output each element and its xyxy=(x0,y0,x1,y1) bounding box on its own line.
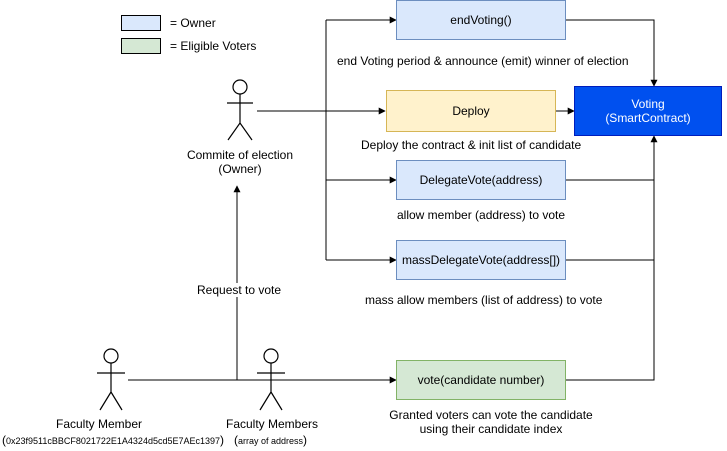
faculty-members-address-value: array of address xyxy=(238,436,304,446)
endvoting-description: end Voting period & announce (emit) winn… xyxy=(337,54,629,68)
delegatevote-description: allow member (address) to vote xyxy=(397,208,566,222)
legend-owner-swatch xyxy=(121,15,161,31)
owner-actor-icon xyxy=(227,79,253,141)
contract-subtitle: (SmartContract) xyxy=(605,111,691,125)
massdelegatevote-box: massDelegateVote(address[]) xyxy=(396,240,566,280)
deploy-description: Deploy the contract & init list of candi… xyxy=(361,138,582,152)
edge-vote-to-contract xyxy=(566,135,658,381)
faculty-member-address: (0x23f9511cBBCF8021722E1A4324d5cd5E7AEc1… xyxy=(2,433,225,447)
deploy-box: Deploy xyxy=(386,90,556,132)
faculty-members-address: (array of address) xyxy=(234,433,308,447)
faculty-members-label: Faculty Members xyxy=(226,417,319,431)
faculty-member-label: Faculty Member xyxy=(56,417,143,431)
endvoting-box: endVoting() xyxy=(396,0,566,40)
faculty-members-actor-icon xyxy=(257,348,285,411)
request-to-vote-label: Request to vote xyxy=(195,283,284,297)
massdelegatevote-description: mass allow members (list of address) to … xyxy=(365,293,603,307)
contract-name: Voting xyxy=(631,97,665,111)
vote-description-line1: Granted voters can vote the candidate xyxy=(389,408,593,422)
faculty-member-actor-icon xyxy=(97,348,125,411)
voting-contract-box: Voting (SmartContract) xyxy=(574,86,722,136)
faculty-member-address-value: 0x23f9511cBBCF8021722E1A4324d5cd5E7AEc13… xyxy=(6,436,221,446)
legend-eligible-swatch xyxy=(121,38,161,54)
vote-box: vote(candidate number) xyxy=(396,360,566,400)
vote-description-line2: using their candidate index xyxy=(419,422,563,436)
delegatevote-box: DelegateVote(address) xyxy=(396,160,566,200)
legend-eligible-label: = Eligible Voters xyxy=(170,39,257,53)
edge-endvoting-to-contract xyxy=(566,19,658,87)
legend-owner-label: = Owner xyxy=(170,16,216,30)
owner-label-line1: Commite of election xyxy=(186,148,294,162)
owner-label-line2: (Owner) xyxy=(218,162,262,176)
vote-description: Granted voters can vote the candidate us… xyxy=(386,408,596,436)
owner-actor-label: Commite of election (Owner) xyxy=(180,148,300,176)
